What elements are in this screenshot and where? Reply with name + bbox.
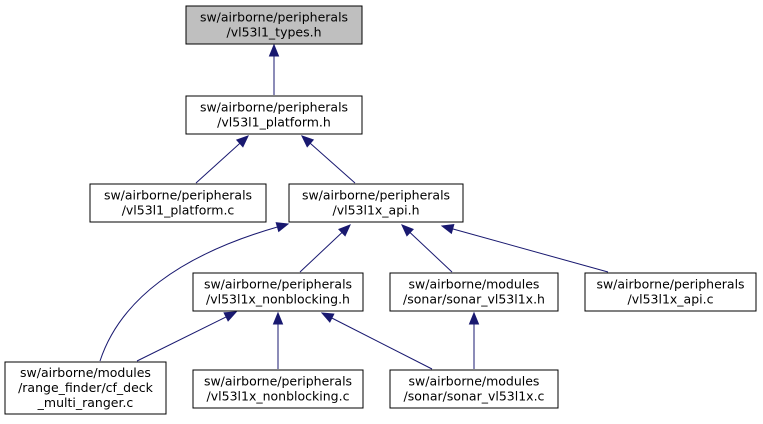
node-label-line: /range_finder/cf_deck (18, 380, 154, 395)
node-label-line: /vl53l1_platform.c (122, 203, 235, 218)
graph-edges (99, 43, 609, 370)
edge-platform_c-to-platform_h (195, 135, 249, 184)
node-cf-deck-c[interactable]: sw/airborne/modules/range_finder/cf_deck… (4, 361, 167, 415)
node-label-line: sw/airborne/peripherals (596, 277, 744, 292)
arrowhead-icon (272, 311, 284, 325)
edge-api_h-to-platform_h (301, 135, 356, 184)
node-nonblocking-c[interactable]: sw/airborne/peripherals/vl53l1x_nonblock… (192, 369, 364, 409)
node-box[interactable] (89, 183, 267, 223)
edge-line (299, 232, 343, 273)
arrowhead-icon (223, 311, 238, 322)
node-label-line: sw/airborne/modules (409, 277, 540, 292)
node-box[interactable] (389, 272, 559, 312)
node-label-line: /vl53l1x_api.c (628, 292, 714, 307)
edge-line (195, 143, 241, 184)
node-box[interactable] (288, 183, 464, 223)
node-sonar-h[interactable]: sw/airborne/modules/sonar/sonar_vl53l1x.… (389, 272, 559, 312)
node-api-c[interactable]: sw/airborne/peripherals/vl53l1x_api.c (584, 272, 757, 312)
node-label-line: sw/airborne/peripherals (302, 188, 450, 203)
node-label-line: sw/airborne/peripherals (204, 374, 352, 389)
edge-line (99, 226, 278, 362)
arrowhead-icon (320, 312, 335, 323)
node-label-line: /vl53l1x_api.h (332, 203, 419, 218)
node-label-line: /sonar/sonar_vl53l1x.c (404, 389, 545, 404)
node-label-line: sw/airborne/peripherals (104, 188, 252, 203)
node-label-line: /vl53l1x_nonblocking.h (206, 292, 350, 307)
node-label-line: sw/airborne/peripherals (204, 277, 352, 292)
edge-line (409, 232, 453, 273)
arrowhead-icon (338, 224, 351, 237)
edge-sonar_c-to-sonar_h (468, 311, 480, 369)
node-label-line: sw/airborne/peripherals (200, 100, 348, 115)
node-api-h[interactable]: sw/airborne/peripherals/vl53l1x_api.h (288, 183, 464, 223)
node-label-line: sw/airborne/modules (409, 374, 540, 389)
edge-line (452, 228, 609, 273)
arrowhead-icon (275, 222, 290, 233)
edge-sonar_c-to-nonblocking_h (320, 312, 433, 370)
node-sonar-c[interactable]: sw/airborne/modules/sonar/sonar_vl53l1x.… (389, 369, 559, 409)
node-types-h[interactable]: sw/airborne/peripherals/vl53l1_types.h (185, 5, 363, 45)
node-box[interactable] (4, 361, 167, 415)
node-box[interactable] (192, 369, 364, 409)
arrowhead-icon (301, 135, 315, 148)
node-box[interactable] (185, 95, 363, 135)
arrowhead-icon (268, 43, 280, 57)
edge-nonblocking_h-to-api_h (299, 224, 351, 273)
edge-line (331, 317, 433, 370)
edge-line (309, 142, 356, 184)
edge-api_c-to-api_h (440, 224, 609, 273)
node-platform-h[interactable]: sw/airborne/peripherals/vl53l1_platform.… (185, 95, 363, 135)
node-nonblocking-h[interactable]: sw/airborne/peripherals/vl53l1x_nonblock… (192, 272, 364, 312)
arrowhead-icon (468, 311, 480, 325)
node-label-line: /vl53l1_platform.h (217, 115, 331, 130)
node-label-line: /sonar/sonar_vl53l1x.h (403, 292, 545, 307)
node-platform-c[interactable]: sw/airborne/peripherals/vl53l1_platform.… (89, 183, 267, 223)
edge-platform_h-to-types_h (268, 43, 280, 95)
arrowhead-icon (235, 135, 249, 148)
node-box[interactable] (584, 272, 757, 312)
arrowhead-icon (401, 224, 414, 237)
node-label-line: /vl53l1_types.h (227, 25, 322, 40)
edge-sonar_h-to-api_h (401, 224, 453, 273)
edge-line (136, 316, 227, 362)
node-label-line: sw/airborne/peripherals (200, 10, 348, 25)
node-box[interactable] (389, 369, 559, 409)
node-label-line: /vl53l1x_nonblocking.c (207, 389, 350, 404)
node-box[interactable] (185, 5, 363, 45)
edge-cf_deck_c-to-nonblocking_h (136, 311, 238, 362)
node-box[interactable] (192, 272, 364, 312)
arrowhead-icon (440, 224, 455, 235)
edge-cf_deck_c-to-api_h (99, 222, 290, 362)
node-label-line: sw/airborne/modules (20, 365, 151, 380)
node-label-line: _multi_ranger.c (37, 395, 134, 410)
edge-nonblocking_c-to-nonblocking_h (272, 311, 284, 369)
graph-nodes: sw/airborne/peripherals/vl53l1_types.hsw… (4, 5, 757, 415)
